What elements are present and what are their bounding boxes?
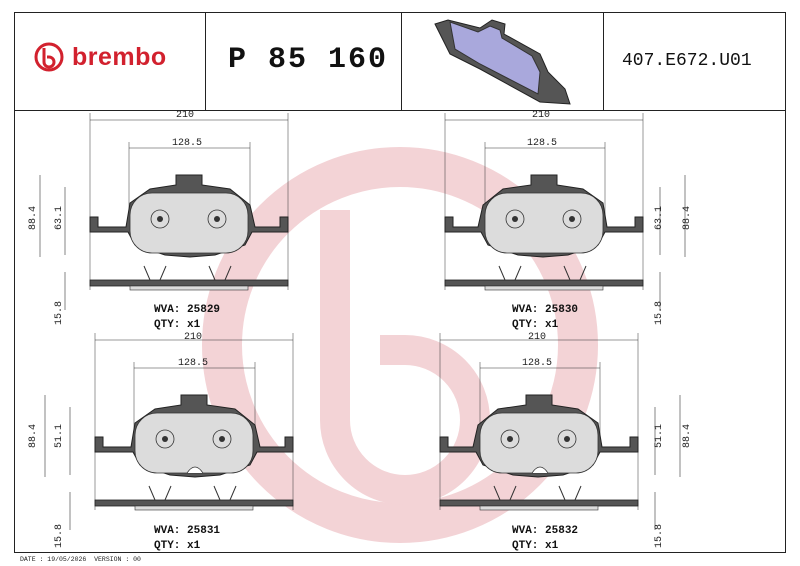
side-view-plate [439,499,639,507]
friction-material [484,192,604,254]
pad-1-inner-height-dim: 63.1 [54,205,65,230]
drawing-reference: 407.E672.U01 [622,51,752,71]
pad-1-hole-dim: 128.5 [172,138,203,149]
pad-1-width-dim: 210 [176,110,195,121]
mounting-hole [505,209,525,229]
brembo-logo: brembo [34,42,167,72]
pad-2-width-dim: 210 [532,110,551,121]
brake-pad-3d-icon [434,19,571,105]
center-notch [186,466,204,474]
side-view-friction [134,505,254,511]
mounting-hole-center [512,216,518,222]
spring-clip [213,485,237,501]
pad-2-qty: QTY: x1 [512,319,558,331]
center-notch [531,466,549,474]
drawing-frame [14,12,786,553]
pad-3-wva: WVA: 25831 [154,525,220,537]
mounting-hole-center [162,436,168,442]
header-sep-2 [401,12,402,110]
spring-clip [498,265,522,281]
wva-value: 25829 [187,304,221,316]
spring-clip [208,265,232,281]
qty-label: QTY: [512,319,539,331]
spring-clip [563,265,587,281]
side-view-plate [94,499,294,507]
wva-value: 25832 [545,525,579,537]
wva-label: WVA: [512,304,539,316]
pad-3-thickness-dim: 15.8 [54,523,65,548]
qty-value: x1 [545,540,559,552]
pad-2-height-dim: 88.4 [682,205,693,230]
mounting-hole [207,209,227,229]
mounting-hole [150,209,170,229]
pad-3-qty: QTY: x1 [154,540,200,552]
side-view-friction [479,505,599,511]
pad-2-inner-height-dim: 63.1 [654,205,665,230]
pad-2-thickness-dim: 15.8 [654,300,665,325]
pad-3-hole-dim: 128.5 [178,358,209,369]
mounting-hole-center [214,216,220,222]
wva-value: 25831 [187,525,221,537]
friction-material [134,412,254,474]
qty-label: QTY: [154,540,181,552]
pad-3-height-dim: 88.4 [28,423,39,448]
qty-label: QTY: [154,319,181,331]
wva-label: WVA: [154,525,181,537]
pad-1-height-dim: 88.4 [28,205,39,230]
mounting-hole [500,429,520,449]
mounting-hole-center [219,436,225,442]
header-sep-1 [205,12,206,110]
side-view-plate [89,279,289,287]
pad-4-wva: WVA: 25832 [512,525,578,537]
friction-material [479,412,599,474]
pad-3-width-dim: 210 [184,332,203,343]
friction-material [129,192,249,254]
pad-4-width-dim: 210 [528,332,547,343]
pad-4-thickness-dim: 15.8 [654,523,665,548]
pad-3-inner-height-dim: 51.1 [54,423,65,448]
qty-value: x1 [187,540,201,552]
footer-date-version: DATE : 19/05/2026 VERSION : 00 [20,556,141,563]
side-view-friction [129,285,249,291]
pad-1-qty: QTY: x1 [154,319,200,331]
mounting-hole-center [157,216,163,222]
wva-label: WVA: [512,525,539,537]
spring-clip [493,485,517,501]
spring-clip [148,485,172,501]
qty-value: x1 [545,319,559,331]
header-divider [14,110,786,111]
wva-value: 25830 [545,304,579,316]
spring-clip [143,265,167,281]
wva-label: WVA: [154,304,181,316]
header-sep-3 [603,12,604,110]
pad-4-height-dim: 88.4 [682,423,693,448]
mounting-hole-center [564,436,570,442]
mounting-hole [562,209,582,229]
mounting-hole-center [507,436,513,442]
pad-4-hole-dim: 128.5 [522,358,553,369]
spring-clip [558,485,582,501]
part-number: P 85 160 [228,43,389,77]
pad-1-wva: WVA: 25829 [154,304,220,316]
qty-label: QTY: [512,540,539,552]
brembo-logo-icon [34,42,64,72]
side-view-plate [444,279,644,287]
pad-4-inner-height-dim: 51.1 [654,423,665,448]
pad-4-qty: QTY: x1 [512,540,558,552]
mounting-hole-center [569,216,575,222]
mounting-hole [212,429,232,449]
brand-name: brembo [72,42,167,71]
pad-1-thickness-dim: 15.8 [54,300,65,325]
side-view-friction [484,285,604,291]
qty-value: x1 [187,319,201,331]
mounting-hole [155,429,175,449]
pad-2-hole-dim: 128.5 [527,138,558,149]
mounting-hole [557,429,577,449]
pad-2-wva: WVA: 25830 [512,304,578,316]
